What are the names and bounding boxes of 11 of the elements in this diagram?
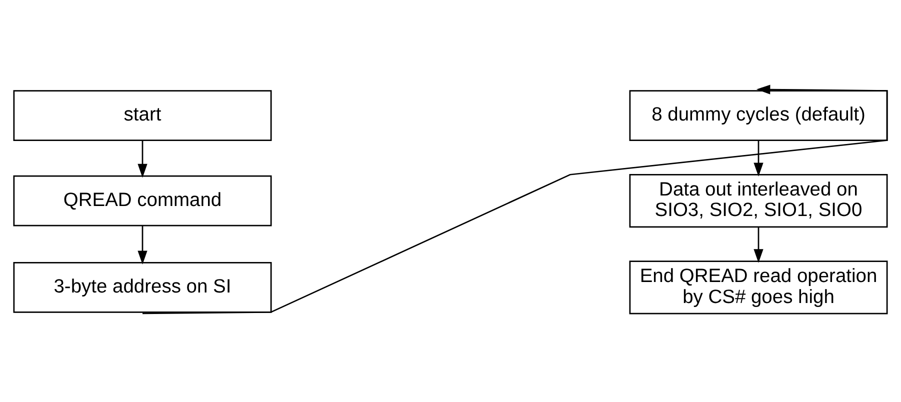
arrow <box>138 225 148 264</box>
node-box: Data out interleaved on SIO3, SIO2, SIO1, SIO0 <box>629 173 888 228</box>
arrow <box>142 84 888 314</box>
node-box: 3-byte address on SI <box>13 261 272 312</box>
arrow <box>754 140 764 176</box>
arrow <box>754 226 764 262</box>
node-box: start <box>13 90 272 140</box>
node-box: 8 dummy cycles (default) <box>629 90 888 140</box>
arrow <box>138 140 148 178</box>
node-box: QREAD command <box>13 174 272 226</box>
node-box: End QREAD read operation by CS# goes high <box>629 260 888 314</box>
